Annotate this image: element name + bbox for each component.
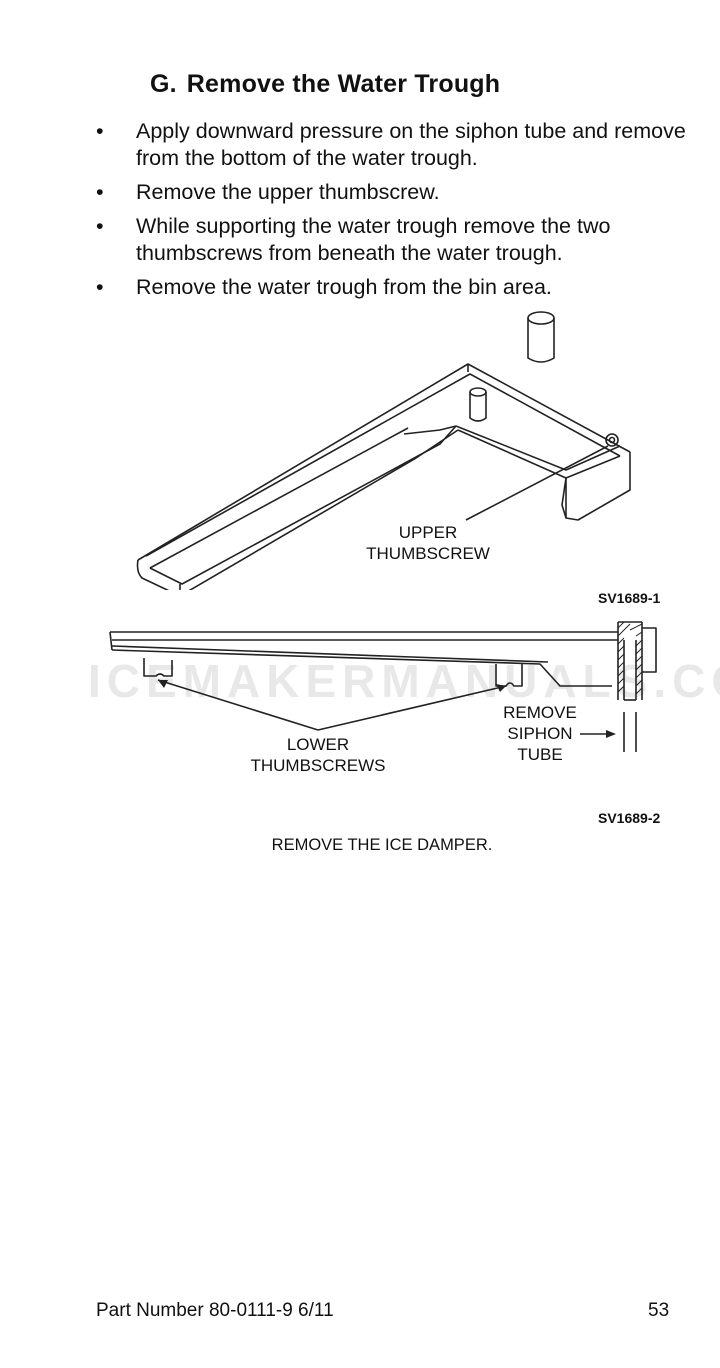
step-text: While supporting the water trough remove… (136, 214, 611, 265)
step-item: • Remove the upper thumbscrew. (96, 179, 696, 206)
figure-caption: REMOVE THE ICE DAMPER. (271, 836, 493, 854)
section-heading: G. Remove the Water Trough (150, 70, 500, 99)
section-letter: G. (150, 70, 177, 98)
watermark-text: ICEMAKERMANUALS.COM (88, 655, 720, 707)
lower-thumbscrews-line1: LOWER (286, 735, 350, 754)
siphon-label-line3: TUBE (517, 745, 563, 764)
siphon-label-line2: SIPHON (507, 724, 573, 743)
upper-thumbscrew-label: UPPER THUMBSCREW (358, 522, 498, 564)
step-list: • Apply downward pressure on the siphon t… (96, 118, 696, 308)
water-trough-side-section-drawing (109, 621, 657, 752)
bullet-icon: • (96, 119, 104, 143)
step-text: Remove the water trough from the bin are… (136, 275, 552, 299)
upper-thumbscrew-line2: THUMBSCREW (366, 544, 490, 563)
footer-part-number: Part Number 80-0111-9 6/11 (96, 1300, 334, 1321)
bullet-icon: • (96, 275, 104, 299)
figure2-id: SV1689-2 (598, 810, 661, 826)
figure1-id: SV1689-1 (598, 590, 661, 606)
remove-siphon-tube-label: REMOVE SIPHON TUBE (490, 702, 590, 765)
bullet-icon: • (96, 214, 104, 238)
bullet-icon: • (96, 180, 104, 204)
upper-thumbscrew-line1: UPPER (398, 523, 458, 542)
lower-thumbscrews-label: LOWER THUMBSCREWS (238, 734, 398, 776)
page-number: 53 (648, 1300, 670, 1321)
lower-thumbscrews-line2: THUMBSCREWS (250, 756, 386, 775)
step-item: • Apply downward pressure on the siphon t… (96, 118, 696, 172)
step-item: • Remove the water trough from the bin ar… (96, 274, 696, 301)
section-title: Remove the Water Trough (186, 70, 501, 98)
step-text: Apply downward pressure on the siphon tu… (136, 119, 686, 170)
water-trough-isometric-drawing (136, 311, 631, 590)
siphon-label-line1: REMOVE (503, 703, 577, 722)
step-item: • While supporting the water trough remov… (96, 213, 696, 267)
step-text: Remove the upper thumbscrew. (136, 180, 440, 204)
